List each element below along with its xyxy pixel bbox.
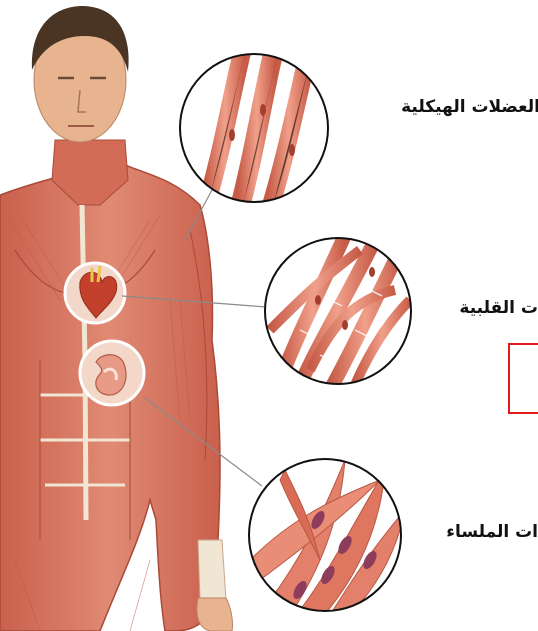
heart-inset [65, 263, 125, 323]
label-cardiac-muscle: ت القلبية [459, 298, 538, 318]
label-skeletal-muscle: العضلات الهيكلية [401, 97, 538, 117]
label-smooth-muscle: ات الملساء [446, 522, 538, 542]
hand [197, 598, 233, 631]
smooth-muscle-circle [249, 459, 405, 620]
skeletal-muscle-circle [180, 40, 328, 215]
cardiac-muscle-circle [265, 235, 411, 390]
highlight-box [508, 343, 538, 414]
stomach-inset [80, 341, 144, 405]
